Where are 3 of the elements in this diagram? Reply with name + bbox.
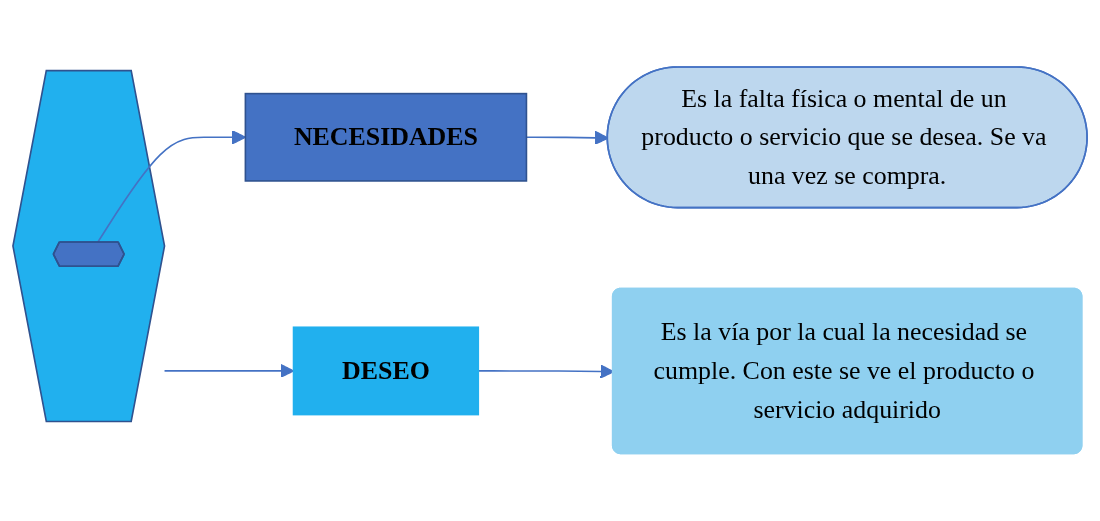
node-box: NECESIDADES [244, 93, 528, 183]
node-box: DESEO [292, 326, 480, 416]
cluster [12, 70, 166, 423]
